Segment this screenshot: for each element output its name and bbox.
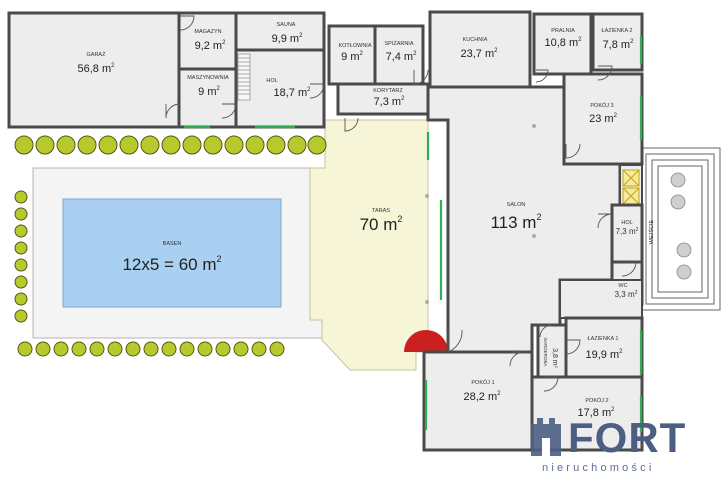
terrace-floor <box>309 119 429 371</box>
label-lazienka2: ŁAZIENKA 2 <box>602 28 633 34</box>
staircase <box>237 53 251 101</box>
columns <box>425 124 536 304</box>
room-kuchnia <box>428 10 532 89</box>
label-taras: TARAS <box>372 208 390 214</box>
area-kuchnia: 23,7 m2 <box>461 48 499 60</box>
area-lazienka2: 7,8 m2 <box>603 39 635 51</box>
pool <box>62 198 282 308</box>
label-salon: SALON <box>507 202 526 208</box>
room-lazienka2 <box>591 12 644 72</box>
hedge-bottom <box>17 341 285 357</box>
doors <box>165 15 637 392</box>
label-wc: WC <box>618 283 627 289</box>
label-garaz: GARAŻ <box>87 51 107 58</box>
area-magazyn: 9,2 m2 <box>195 40 227 52</box>
area-garaz: 56,8 m2 <box>78 63 116 75</box>
area-hol-top: 18,7 m2 <box>274 87 312 99</box>
room-magazyn <box>177 11 238 71</box>
hedge-left <box>14 190 28 323</box>
label-kuchnia: KUCHNIA <box>463 37 488 43</box>
room-sauna <box>234 11 326 52</box>
label-pokoj2: POKÓJ 2 <box>585 397 608 404</box>
label-basen: BASEN <box>163 241 182 247</box>
room-pokoj3 <box>562 72 644 166</box>
label-magazyn: MAGAZYN <box>194 29 221 35</box>
entrance-steps <box>639 147 721 311</box>
label-sauna: SAUNA <box>277 22 296 28</box>
label-lazienka1: ŁAZIENKA 1 <box>588 336 619 342</box>
label-pokoj3: POKÓJ 3 <box>590 102 613 109</box>
label-pralnia: PRALNIA <box>551 28 575 34</box>
room-garaz <box>7 11 181 129</box>
label-wejscie: WEJŚCIE <box>647 219 655 244</box>
area-maszynownia: 9 m2 <box>198 86 220 98</box>
label-garderoba: GARDEROBA <box>543 338 548 367</box>
label-kotlownia: KOTŁOWNIA <box>338 43 371 49</box>
area-sauna: 9,9 m2 <box>272 33 304 45</box>
area-pralnia: 10,8 m2 <box>545 37 583 49</box>
label-korytarz: KORYTARZ <box>373 88 403 94</box>
area-salon: 113 m2 <box>490 212 541 232</box>
windows <box>184 36 643 432</box>
highlight-marker <box>404 330 448 352</box>
area-pokoj3: 23 m2 <box>589 113 617 125</box>
area-korytarz: 7,3 m2 <box>374 96 406 108</box>
hedge-top <box>14 135 327 155</box>
area-kotlownia: 9 m2 <box>341 51 363 63</box>
label-pokoj1: POKÓJ 1 <box>471 379 494 386</box>
area-pokoj2: 17,8 m2 <box>578 407 616 419</box>
area-taras: 70 m2 <box>360 214 403 234</box>
hall-lower <box>559 279 643 319</box>
tower-icon <box>531 418 561 456</box>
fort-logo: FORT nieruchomości <box>528 414 725 479</box>
area-pokoj1: 28,2 m2 <box>464 391 502 403</box>
room-spizarnia <box>373 24 425 86</box>
vestibule-marks <box>622 169 640 205</box>
brand-subtitle: nieruchomości <box>542 462 655 474</box>
area-wc: 3,3 m2 <box>615 290 638 299</box>
area-garderoba: 3,8 m2 <box>551 348 559 369</box>
label-hol-right: HOL <box>621 220 632 226</box>
room-korytarz <box>336 82 432 116</box>
label-hol-top: HOL <box>266 78 277 84</box>
label-spizarnia: SPIŻARNIA <box>384 40 413 47</box>
area-hol-right: 7,3 m2 <box>616 227 639 236</box>
brand-name: FORT <box>568 414 687 461</box>
area-spizarnia: 7,4 m2 <box>386 51 418 63</box>
room-pralnia <box>532 12 593 76</box>
area-basen: 12x5 = 60 m2 <box>122 254 221 274</box>
label-maszynownia: MASZYNOWNIA <box>187 75 229 81</box>
area-lazienka1: 19,9 m2 <box>586 349 624 361</box>
